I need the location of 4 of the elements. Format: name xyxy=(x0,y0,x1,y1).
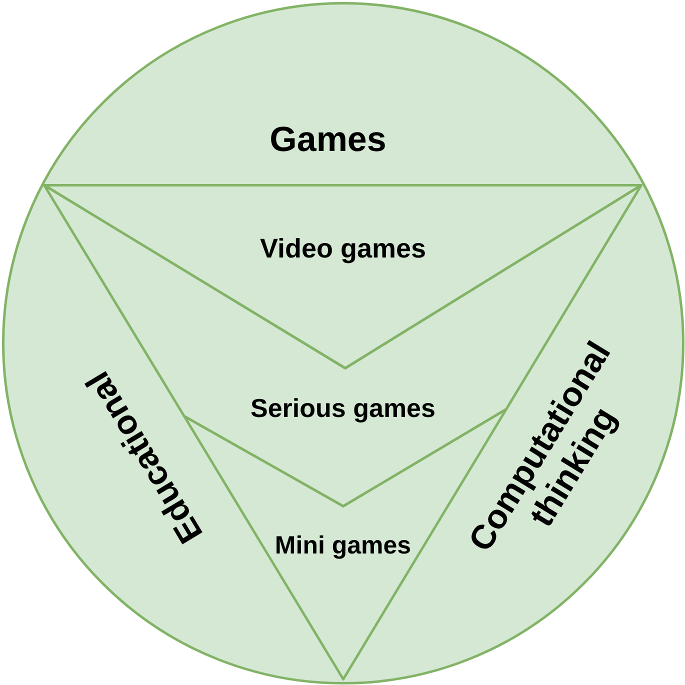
region-label: Serious games xyxy=(250,394,436,424)
region-label: Video games xyxy=(260,233,426,265)
region-label: Mini games xyxy=(274,532,412,560)
region-label: Games xyxy=(270,120,386,160)
